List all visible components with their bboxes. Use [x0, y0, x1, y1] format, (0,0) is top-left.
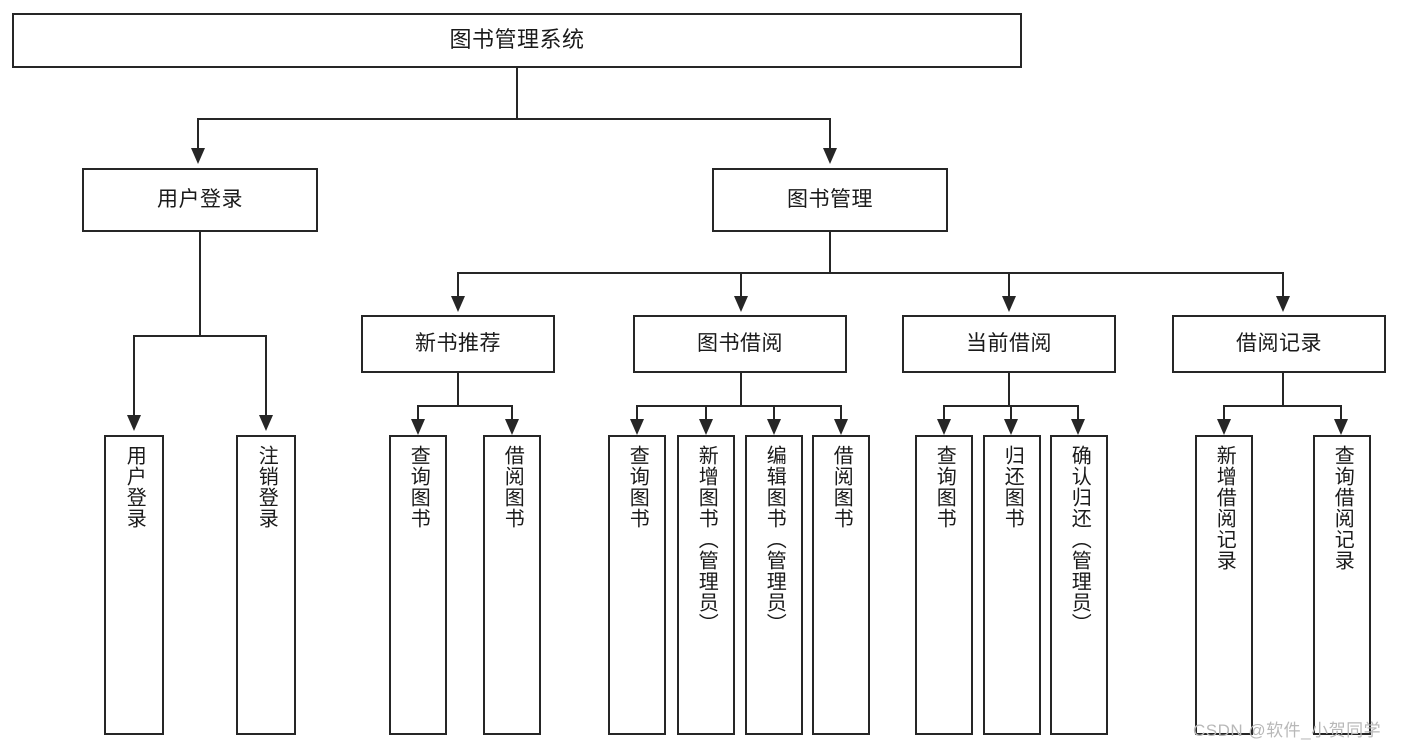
- leaf-current-borrow-0[interactable]: 查询图书: [915, 435, 973, 735]
- leaf-label: 用户登录: [123, 445, 146, 529]
- connector-drop-book-manage: [829, 118, 831, 148]
- node-book-borrow[interactable]: 图书借阅: [633, 315, 847, 373]
- leaf-borrow-record-0[interactable]: 新增借阅记录: [1195, 435, 1253, 735]
- connector-user-login-stem: [199, 232, 201, 335]
- node-current-borrow[interactable]: 当前借阅: [902, 315, 1116, 373]
- connector-root-stem: [516, 68, 518, 118]
- leaf-label: 查询图书: [407, 445, 430, 529]
- leaf-user-login-0[interactable]: 用户登录: [104, 435, 164, 735]
- leaf-label: 新增借阅记录: [1213, 445, 1236, 571]
- watermark-csdn: CSDN @软件_小贺同学: [1193, 721, 1382, 740]
- arrowhead-current-borrow: [1002, 296, 1016, 312]
- leaf-label: 查询图书: [933, 445, 956, 529]
- leaf-label: 确认归还（管理员）: [1068, 445, 1091, 634]
- node-label: 借阅记录: [1236, 332, 1322, 356]
- arrowhead-leaf-book-borrow-1: [699, 419, 713, 435]
- leaf-label: 借阅图书: [501, 445, 524, 529]
- node-borrow-record[interactable]: 借阅记录: [1172, 315, 1386, 373]
- node-book-manage[interactable]: 图书管理: [712, 168, 948, 232]
- connector-book-manage-stem: [829, 232, 831, 272]
- leaf-borrow-record-1[interactable]: 查询借阅记录: [1313, 435, 1371, 735]
- node-label: 用户登录: [157, 188, 243, 212]
- leaf-label: 新增图书（管理员）: [695, 445, 718, 634]
- arrowhead-leaf-user-login-1: [259, 415, 273, 431]
- arrowhead-leaf-new-book-1: [505, 419, 519, 435]
- connector-borrow-record-bus: [1223, 405, 1342, 407]
- arrowhead-user-login: [191, 148, 205, 164]
- leaf-new-book-1[interactable]: 借阅图书: [483, 435, 541, 735]
- connector-borrow-record-stem: [1282, 373, 1284, 405]
- arrowhead-leaf-user-login-0: [127, 415, 141, 431]
- connector-drop-leaf-borrow-record-1: [1340, 405, 1342, 419]
- connector-drop-leaf-user-login-0: [133, 335, 135, 415]
- arrowhead-leaf-borrow-record-0: [1217, 419, 1231, 435]
- leaf-book-borrow-1[interactable]: 新增图书（管理员）: [677, 435, 735, 735]
- arrowhead-leaf-borrow-record-1: [1334, 419, 1348, 435]
- leaf-user-login-1[interactable]: 注销登录: [236, 435, 296, 735]
- connector-drop-leaf-user-login-1: [265, 335, 267, 415]
- leaf-current-borrow-1[interactable]: 归还图书: [983, 435, 1041, 735]
- connector-drop-book-borrow: [740, 272, 742, 296]
- node-label: 新书推荐: [415, 332, 501, 356]
- connector-drop-leaf-book-borrow-2: [773, 405, 775, 419]
- leaf-book-borrow-3[interactable]: 借阅图书: [812, 435, 870, 735]
- leaf-label: 借阅图书: [830, 445, 853, 529]
- connector-new-book-stem: [457, 373, 459, 405]
- connector-level2-bus: [457, 272, 1284, 274]
- leaf-label: 注销登录: [255, 445, 278, 529]
- connector-drop-leaf-new-book-1: [511, 405, 513, 419]
- arrowhead-leaf-book-borrow-3: [834, 419, 848, 435]
- leaf-label: 归还图书: [1001, 445, 1024, 529]
- connector-drop-leaf-new-book-0: [417, 405, 419, 419]
- leaf-current-borrow-2[interactable]: 确认归还（管理员）: [1050, 435, 1108, 735]
- node-user-login[interactable]: 用户登录: [82, 168, 318, 232]
- leaf-book-borrow-2[interactable]: 编辑图书（管理员）: [745, 435, 803, 735]
- arrowhead-new-book: [451, 296, 465, 312]
- arrowhead-leaf-current-borrow-1: [1004, 419, 1018, 435]
- arrowhead-borrow-record: [1276, 296, 1290, 312]
- connector-book-borrow-stem: [740, 373, 742, 405]
- connector-book-borrow-bus: [636, 405, 841, 407]
- arrowhead-book-manage: [823, 148, 837, 164]
- connector-drop-leaf-book-borrow-0: [636, 405, 638, 419]
- connector-drop-leaf-current-borrow-2: [1077, 405, 1079, 419]
- connector-current-borrow-stem: [1008, 373, 1010, 405]
- connector-new-book-bus: [417, 405, 513, 407]
- connector-drop-borrow-record: [1282, 272, 1284, 296]
- connector-drop-leaf-current-borrow-1: [1010, 405, 1012, 419]
- node-label: 图书管理: [787, 188, 873, 212]
- connector-drop-leaf-book-borrow-1: [705, 405, 707, 419]
- connector-drop-leaf-book-borrow-3: [840, 405, 842, 419]
- leaf-label: 查询借阅记录: [1331, 445, 1354, 571]
- connector-drop-new-book: [457, 272, 459, 296]
- arrowhead-leaf-new-book-0: [411, 419, 425, 435]
- connector-drop-current-borrow: [1008, 272, 1010, 296]
- arrowhead-leaf-book-borrow-0: [630, 419, 644, 435]
- connector-drop-leaf-borrow-record-0: [1223, 405, 1225, 419]
- arrowhead-book-borrow: [734, 296, 748, 312]
- arrowhead-leaf-book-borrow-2: [767, 419, 781, 435]
- leaf-label: 编辑图书（管理员）: [763, 445, 786, 634]
- arrowhead-leaf-current-borrow-2: [1071, 419, 1085, 435]
- node-new-book-recommend[interactable]: 新书推荐: [361, 315, 555, 373]
- connector-root-bus: [197, 118, 831, 120]
- node-label: 当前借阅: [966, 332, 1052, 356]
- node-label: 图书借阅: [697, 332, 783, 356]
- leaf-label: 查询图书: [626, 445, 649, 529]
- node-root-system[interactable]: 图书管理系统: [12, 13, 1022, 68]
- connector-user-login-bus: [133, 335, 267, 337]
- leaf-new-book-0[interactable]: 查询图书: [389, 435, 447, 735]
- arrowhead-leaf-current-borrow-0: [937, 419, 951, 435]
- connector-drop-user-login: [197, 118, 199, 148]
- leaf-book-borrow-0[interactable]: 查询图书: [608, 435, 666, 735]
- connector-drop-leaf-current-borrow-0: [943, 405, 945, 419]
- node-label: 图书管理系统: [449, 27, 585, 53]
